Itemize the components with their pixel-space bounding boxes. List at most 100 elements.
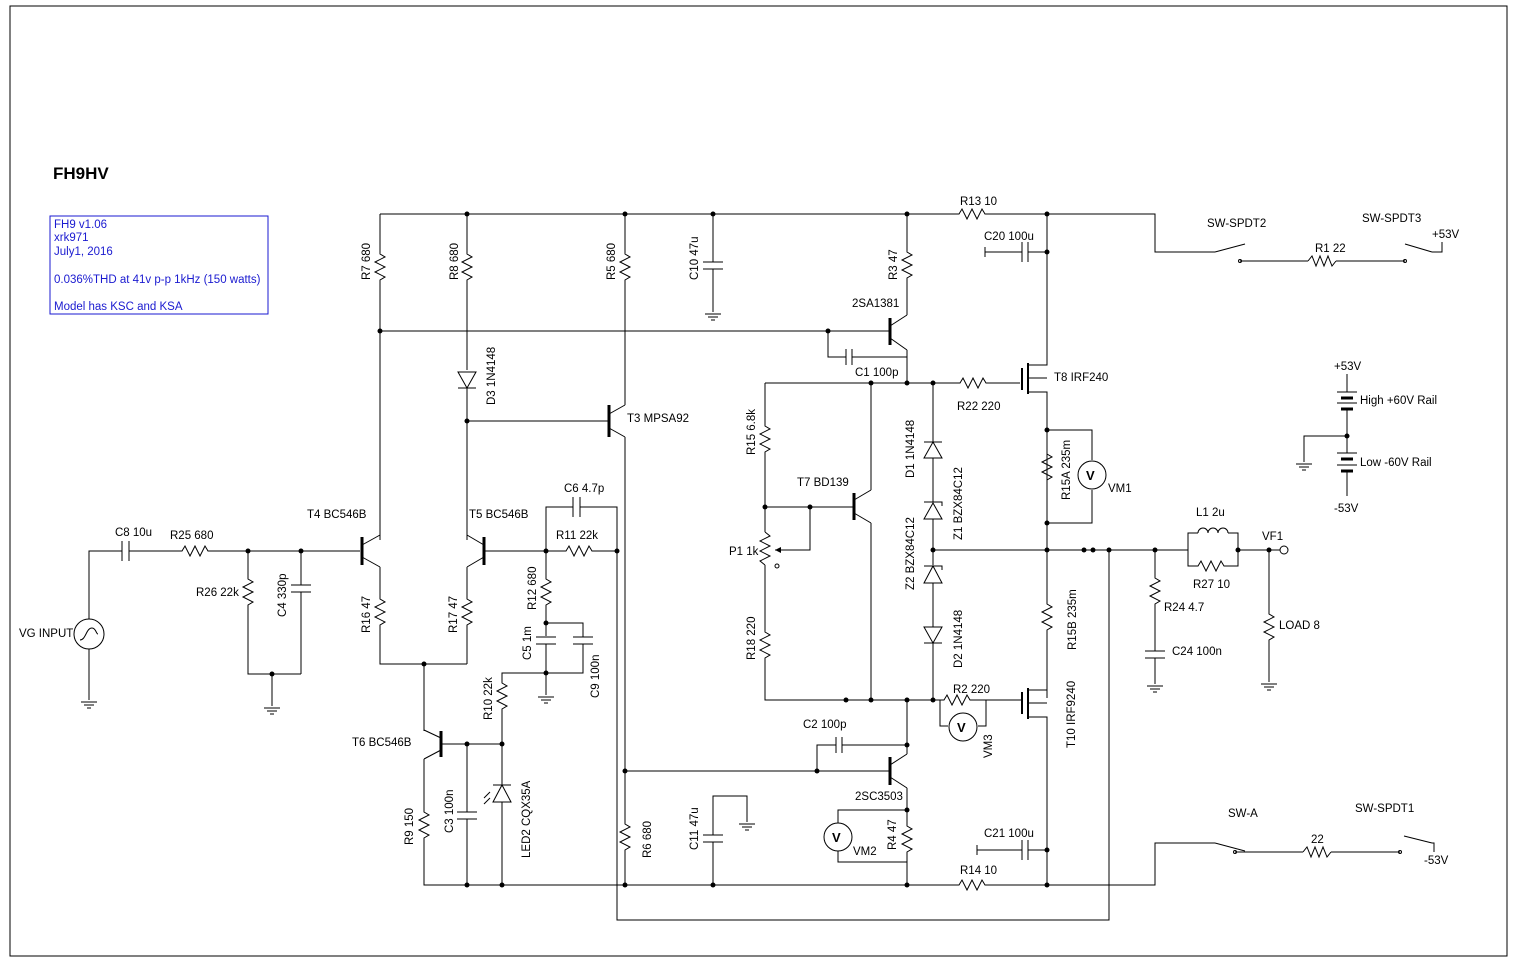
- plus53-top-label: +53V: [1432, 229, 1460, 241]
- r16-resistor: R16 47: [361, 594, 467, 667]
- minus53-batt-label: -53V: [1334, 503, 1359, 515]
- d3-diode: D3 1N4148: [457, 347, 498, 424]
- r1-label: R1 22: [1315, 243, 1346, 255]
- c4-capacitor: C4 330p: [277, 551, 311, 674]
- r11-label: R11 22k: [556, 530, 598, 542]
- c10-label: C10 47u: [689, 237, 701, 280]
- sa1381-label: 2SA1381: [852, 298, 899, 310]
- c10-capacitor: C10 47u: [689, 214, 723, 321]
- t8-label: T8 IRF240: [1054, 372, 1108, 384]
- c5-label: C5 1m: [522, 626, 534, 660]
- c3-capacitor: C3 100n: [444, 744, 477, 885]
- r13-resistor: R13 10: [955, 196, 997, 221]
- r6-label: R6 680: [642, 821, 654, 858]
- vm1-v-symbol: V: [1086, 468, 1095, 483]
- r18-label: R18 220: [746, 617, 758, 660]
- c11-capacitor: C11 47u: [689, 795, 756, 885]
- vm2-label: VM2: [853, 846, 877, 858]
- vg-input-label: VG INPUT: [19, 628, 73, 640]
- c4-label: C4 330p: [277, 574, 289, 617]
- t3-transistor: T3 MPSA92: [607, 404, 689, 820]
- p1-potentiometer: P1 1k: [729, 507, 811, 628]
- c6-label: C6 4.7p: [564, 483, 604, 495]
- note-line-1: FH9 v1.06: [54, 219, 107, 231]
- c21-capacitor: C21 100u: [976, 828, 1050, 860]
- r16-label: R16 47: [361, 596, 373, 633]
- r4-label: R4 47: [887, 819, 899, 850]
- c2-capacitor: C2 100p: [803, 719, 910, 774]
- note-line-7: Model has KSC and KSA: [54, 301, 183, 313]
- d2-diode: D2 1N4148: [923, 610, 965, 700]
- t10-label: T10 IRF9240: [1066, 681, 1078, 748]
- battery-stack: +53V High +60V Rail Low -60V Rail -53V: [1295, 361, 1437, 515]
- r9-resistor: R9 150: [404, 759, 955, 888]
- r15b-label: R15B 235m: [1067, 589, 1079, 650]
- sw-a-switch: SW-A SW-SPDT1 22 -53V: [1214, 803, 1449, 867]
- c3-label: C3 100n: [444, 790, 456, 833]
- note-line-2: xrk971: [54, 232, 89, 244]
- note-line-3: July1, 2016: [54, 246, 113, 258]
- vg-input-source: VG INPUT: [19, 550, 122, 709]
- z2-label: Z2 BZX84C12: [905, 517, 917, 590]
- sw-spdt3-label: SW-SPDT3: [1362, 213, 1421, 225]
- vm2-voltmeter: V VM2: [823, 809, 907, 863]
- r3-resistor: R3 47: [888, 214, 913, 315]
- r22-resistor: R22 220: [957, 376, 1020, 413]
- sw-a-label: SW-A: [1228, 808, 1258, 820]
- r14-label: R14 10: [960, 865, 997, 877]
- c8-capacitor: C8 10u: [115, 527, 178, 561]
- vm1-label: VM1: [1108, 483, 1132, 495]
- r9-label: R9 150: [404, 808, 416, 845]
- top-rail: [380, 211, 1215, 253]
- l1-inductor: L1 2u: [1155, 507, 1270, 551]
- r13-label: R13 10: [960, 196, 997, 208]
- r22-label: R22 220: [957, 401, 1000, 413]
- r26-resistor: R26 22k: [196, 551, 301, 715]
- c20-label: C20 100u: [984, 231, 1034, 243]
- notes-box: [49, 215, 269, 315]
- r15b-resistor: R15B 235m: [1041, 550, 1079, 698]
- r12-resistor: R12 680: [527, 551, 552, 636]
- t6-transistor: T6 BC546B: [352, 664, 505, 760]
- d3-label: D3 1N4148: [486, 347, 498, 405]
- r24-label: R24 4.7: [1164, 602, 1204, 614]
- t4-label: T4 BC546B: [307, 509, 367, 521]
- load-resistor: LOAD 8: [1260, 550, 1320, 691]
- vm2-v-symbol: V: [832, 830, 841, 845]
- vm3-v-symbol: V: [957, 720, 966, 735]
- vm1-voltmeter: V VM1: [1077, 460, 1132, 495]
- t6-label: T6 BC546B: [352, 737, 412, 749]
- c1-label: C1 100p: [855, 367, 898, 379]
- schematic-title: FH9HV: [53, 164, 109, 183]
- sc3503-transistor: 2SC3503: [855, 700, 908, 822]
- z2-zener: Z2 BZX84C12: [905, 517, 943, 627]
- sw-spdt2-label: SW-SPDT2: [1207, 218, 1266, 230]
- r14-resistor: R14 10: [955, 842, 1215, 892]
- d2-label: D2 1N4148: [953, 610, 965, 668]
- r15-resistor: R15 6.8k: [746, 383, 771, 532]
- r2-resistor: R2 220: [939, 684, 1022, 727]
- d1-label: D1 1N4148: [905, 420, 917, 478]
- vf1-probe: VF1: [1262, 531, 1289, 555]
- vm3-voltmeter: V VM3: [948, 712, 995, 758]
- c24-capacitor: C24 100n: [1145, 646, 1222, 693]
- high-rail-label: High +60V Rail: [1360, 395, 1437, 407]
- c20-capacitor: C20 100u: [984, 231, 1050, 262]
- c2-label: C2 100p: [803, 719, 846, 731]
- sw-spdt1-label: SW-SPDT1: [1355, 803, 1414, 815]
- r24-resistor: R24 4.7: [1149, 550, 1204, 651]
- r15-label: R15 6.8k: [746, 409, 758, 455]
- r3-label: R3 47: [888, 249, 900, 280]
- r7-resistor: R7 680: [361, 214, 386, 540]
- c11-label: C11 47u: [689, 807, 701, 850]
- r2-label: R2 220: [953, 684, 990, 696]
- minus53-bottom-label: -53V: [1424, 855, 1449, 867]
- c5-capacitor: C5 1m: [522, 626, 556, 704]
- r26-label: R26 22k: [196, 587, 239, 599]
- t7-label: T7 BD139: [797, 477, 849, 489]
- l1-label: L1 2u: [1196, 507, 1225, 519]
- sw-spdt2-switch: SW-SPDT2 SW-SPDT3 R1 22 +53V: [1207, 213, 1460, 268]
- r8-resistor: R8 680: [449, 214, 473, 370]
- r5-label: R5 680: [606, 243, 618, 280]
